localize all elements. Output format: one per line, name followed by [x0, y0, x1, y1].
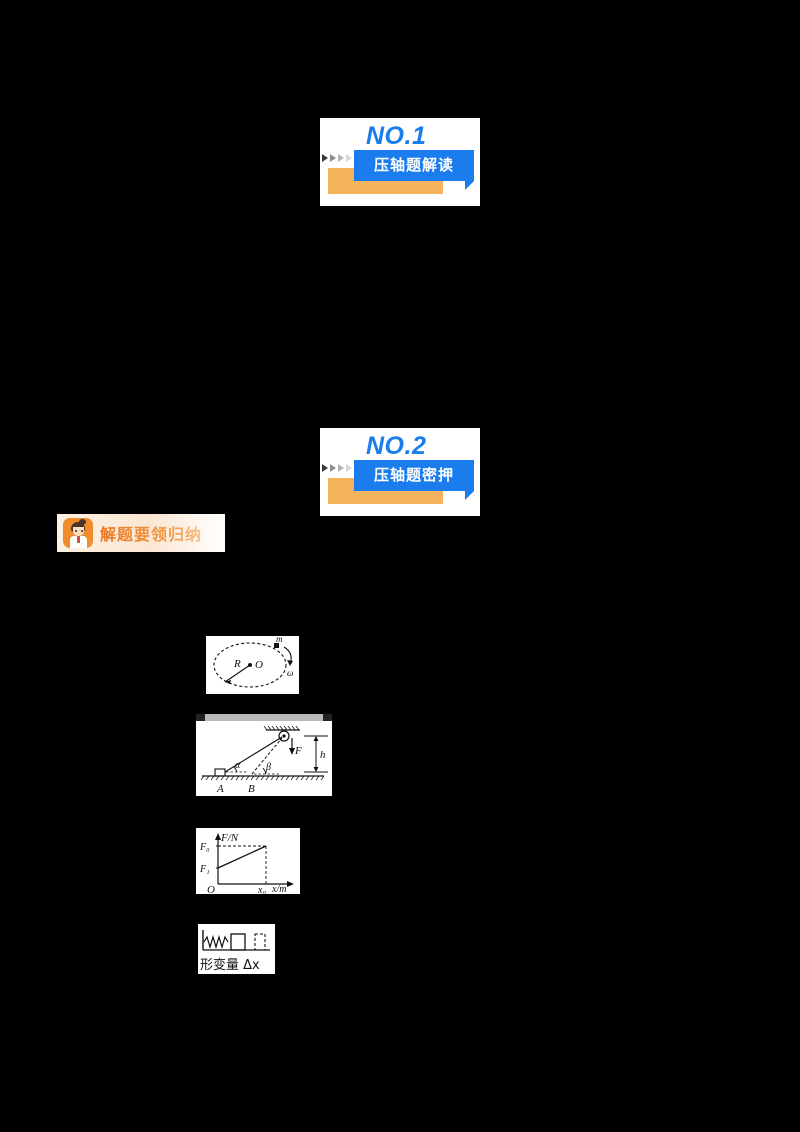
- data-line: [217, 845, 267, 869]
- frame-corner-right: [323, 714, 332, 721]
- top-frame-bar: [196, 714, 332, 721]
- banner-bubble-label: 压轴题解读: [373, 156, 454, 174]
- x-axis-arrowhead: [287, 881, 294, 887]
- y-label-upper: F₀: [199, 842, 210, 853]
- banner-speech-bubble: 压轴题解读: [354, 150, 474, 190]
- pulley-axle: [282, 734, 286, 738]
- rope-from-b: [251, 737, 283, 775]
- height-arrow-down: [313, 767, 319, 772]
- banner-card-no2: NO.2 压轴题密押: [320, 428, 480, 516]
- origin-label: O: [207, 884, 215, 894]
- banner-speech-bubble: 压轴题密押: [354, 460, 474, 500]
- pulley-incline-diagram: α β F h A B: [196, 714, 332, 795]
- height-arrow-up: [313, 736, 319, 741]
- banner-bubble-label: 压轴题密押: [373, 466, 454, 484]
- label-radius: R: [233, 658, 241, 670]
- figure-force-displacement-graph: F/N x/m F₀ F₁ O x₀: [196, 828, 300, 894]
- label-angle-beta: β: [265, 762, 271, 773]
- play-arrows-icon: [322, 464, 352, 472]
- figure-spring-deformation: 形变量 Δx: [198, 924, 275, 974]
- force-displacement-chart: F/N x/m F₀ F₁ O x₀: [199, 832, 294, 894]
- block-solid: [230, 933, 246, 951]
- label-angle-alpha: α: [235, 760, 241, 771]
- banner-number-label: NO.2: [366, 432, 427, 460]
- block-displaced-dashed: [254, 933, 266, 951]
- frame-corner-left: [196, 714, 205, 721]
- circular-orbit-diagram: R O m ω: [213, 636, 293, 688]
- block-at-a: [214, 768, 226, 777]
- rope-from-a: [224, 736, 283, 773]
- y-axis-label: F/N: [220, 832, 239, 844]
- spring-caption: 形变量 Δx: [200, 957, 260, 973]
- student-avatar-icon: [63, 518, 93, 548]
- radius-arrowhead: [225, 680, 231, 684]
- rotation-arrowhead: [287, 660, 293, 666]
- angle-arc-beta: [262, 767, 267, 775]
- ceiling-hatching: [263, 725, 300, 731]
- x-axis-label: x/m: [271, 884, 286, 894]
- label-force: F: [294, 745, 302, 757]
- spring-deformation-diagram: 形变量 Δx: [200, 930, 270, 973]
- label-center: O: [255, 659, 263, 671]
- orbit-path: [213, 642, 287, 688]
- y-axis-arrowhead: [215, 833, 221, 840]
- y-label-lower: F₁: [199, 864, 210, 875]
- figure-pulley-incline: α β F h A B: [196, 714, 332, 796]
- x-mark-label: x₀: [257, 885, 266, 894]
- radius-line: [224, 664, 251, 683]
- spring-coils: [203, 934, 229, 950]
- label-height: h: [320, 749, 326, 761]
- force-arrowhead: [289, 748, 295, 755]
- orbiting-mass: [274, 643, 279, 648]
- label-mass: m: [276, 636, 283, 644]
- section-badge: 解题要领归纳: [57, 514, 225, 552]
- label-point-b: B: [248, 783, 255, 795]
- label-point-a: A: [216, 783, 224, 795]
- banner-number-label: NO.1: [366, 122, 427, 150]
- label-angular-velocity: ω: [287, 668, 293, 678]
- ground-hatching: [200, 775, 325, 781]
- banner-card-no1: NO.1 压轴题解读: [320, 118, 480, 206]
- play-arrows-icon: [322, 154, 352, 162]
- figure-circular-orbit: R O m ω: [206, 636, 299, 694]
- section-badge-label: 解题要领归纳: [100, 521, 202, 545]
